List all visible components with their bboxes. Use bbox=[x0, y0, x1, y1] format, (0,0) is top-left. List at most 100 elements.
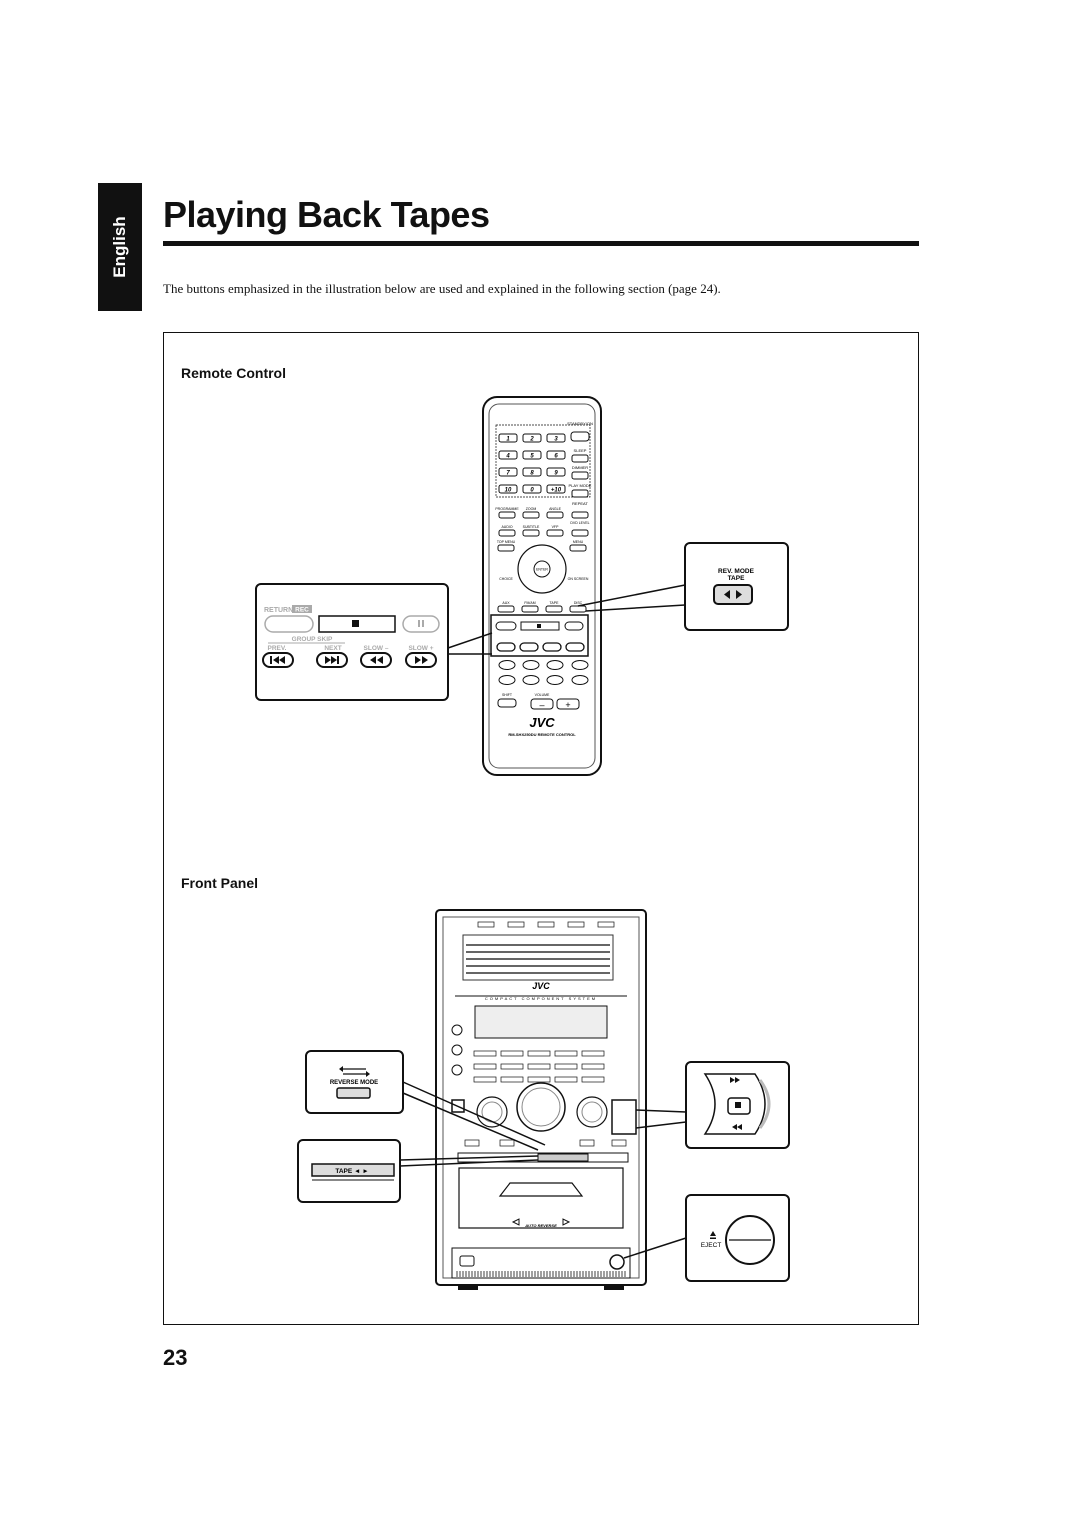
remote-number-key[interactable] bbox=[498, 450, 518, 460]
remote-number-key[interactable] bbox=[546, 484, 566, 494]
remote-number-key[interactable] bbox=[522, 450, 542, 460]
front-function-button[interactable] bbox=[554, 1050, 578, 1057]
remote-skip-button[interactable] bbox=[542, 642, 562, 652]
remote-skip-button[interactable] bbox=[496, 642, 516, 652]
front-function-button[interactable] bbox=[473, 1050, 497, 1057]
front-function-button[interactable] bbox=[500, 1063, 524, 1070]
remote-volume-down-button[interactable] bbox=[530, 698, 554, 710]
front-highlight-reverse bbox=[451, 1099, 465, 1113]
remote-zoom-box: RETURN REC GROUP SKIP PREV. NEXT SLOW – … bbox=[255, 583, 449, 701]
remote-aux-label: AUX bbox=[502, 601, 510, 605]
remote-number-key[interactable] bbox=[498, 433, 518, 443]
remote-number-key-label: 9 bbox=[554, 471, 558, 477]
zoom-front-tape-button[interactable] bbox=[311, 1163, 395, 1177]
remote-round-button[interactable] bbox=[546, 675, 564, 685]
remote-model-label: RM-SHX250DU REMOTE CONTROL bbox=[508, 732, 576, 737]
remote-dimmer-button[interactable] bbox=[571, 471, 589, 480]
remote-function-button[interactable] bbox=[498, 511, 516, 519]
remote-function-button[interactable] bbox=[546, 529, 564, 537]
front-function-button[interactable] bbox=[500, 1050, 524, 1057]
remote-skip-button[interactable] bbox=[519, 642, 539, 652]
remote-round-button[interactable] bbox=[571, 675, 589, 685]
remote-number-key[interactable] bbox=[546, 467, 566, 477]
remote-top-menu-label: TOP MENU bbox=[497, 540, 516, 544]
remote-round-button[interactable] bbox=[546, 660, 564, 670]
remote-number-key-label: 4 bbox=[505, 454, 510, 460]
zoom-tape-label: TAPE bbox=[728, 575, 746, 582]
remote-source-button[interactable] bbox=[569, 605, 587, 613]
front-tape-button[interactable] bbox=[537, 1153, 589, 1162]
remote-play-mode-button[interactable] bbox=[571, 489, 589, 498]
remote-number-key[interactable] bbox=[522, 433, 542, 443]
remote-standby-label: STANDBY/ON bbox=[567, 421, 593, 426]
remote-volume-up-button[interactable] bbox=[556, 698, 580, 710]
remote-number-key[interactable] bbox=[498, 484, 518, 494]
zoom-return-button[interactable] bbox=[264, 615, 314, 633]
remote-round-button[interactable] bbox=[522, 675, 540, 685]
remote-menu-button[interactable] bbox=[569, 544, 587, 552]
front-function-button[interactable] bbox=[581, 1063, 605, 1070]
front-function-button[interactable] bbox=[554, 1076, 578, 1083]
zoom-ff-icon bbox=[730, 1077, 740, 1083]
front-small-button[interactable] bbox=[499, 1139, 515, 1147]
title-rule bbox=[163, 241, 919, 246]
disc-select-button[interactable] bbox=[477, 921, 495, 928]
remote-function-button[interactable] bbox=[571, 529, 589, 537]
remote-round-button[interactable] bbox=[571, 660, 589, 670]
remote-return-button[interactable] bbox=[495, 621, 517, 631]
remote-highlight-transport bbox=[490, 614, 589, 657]
disc-select-button[interactable] bbox=[567, 921, 585, 928]
zoom-pause-button[interactable] bbox=[402, 615, 440, 633]
remote-function-button[interactable] bbox=[522, 511, 540, 519]
remote-number-key-label: 1 bbox=[506, 437, 510, 443]
front-function-button[interactable] bbox=[581, 1076, 605, 1083]
remote-number-key[interactable] bbox=[498, 467, 518, 477]
remote-function-button[interactable] bbox=[522, 529, 540, 537]
remote-number-key[interactable] bbox=[522, 484, 542, 494]
disc-select-button[interactable] bbox=[597, 921, 615, 928]
zoom-slow-minus-label: SLOW – bbox=[364, 645, 389, 652]
front-function-button[interactable] bbox=[554, 1063, 578, 1070]
front-small-button[interactable] bbox=[611, 1139, 627, 1147]
front-function-button[interactable] bbox=[473, 1063, 497, 1070]
remote-source-button[interactable] bbox=[497, 605, 515, 613]
front-function-button[interactable] bbox=[473, 1076, 497, 1083]
remote-number-key[interactable] bbox=[546, 450, 566, 460]
remote-function-button[interactable] bbox=[571, 511, 589, 519]
disc-select-button[interactable] bbox=[537, 921, 555, 928]
remote-pause-button[interactable] bbox=[564, 621, 584, 631]
front-function-button[interactable] bbox=[527, 1063, 551, 1070]
remote-function-button[interactable] bbox=[546, 511, 564, 519]
remote-shift-button[interactable] bbox=[497, 698, 517, 708]
remote-row1-a: PROGRAMME bbox=[495, 507, 519, 511]
remote-enter-button[interactable] bbox=[533, 560, 551, 578]
zoom-reverse-mode-button[interactable] bbox=[336, 1087, 371, 1099]
remote-number-key[interactable] bbox=[546, 433, 566, 443]
front-small-button[interactable] bbox=[579, 1139, 595, 1147]
language-tab: English bbox=[98, 183, 142, 311]
remote-round-button[interactable] bbox=[498, 675, 516, 685]
disc-select-button[interactable] bbox=[507, 921, 525, 928]
front-small-button[interactable] bbox=[464, 1139, 480, 1147]
front-power-button[interactable] bbox=[459, 1255, 475, 1267]
remote-source-button[interactable] bbox=[521, 605, 539, 613]
front-function-button[interactable] bbox=[527, 1050, 551, 1057]
remote-function-button[interactable] bbox=[498, 529, 516, 537]
remote-dvd-level-label: DVD LEVEL bbox=[570, 521, 589, 525]
remote-round-button[interactable] bbox=[498, 660, 516, 670]
remote-round-button[interactable] bbox=[522, 660, 540, 670]
front-eject-button[interactable] bbox=[609, 1254, 625, 1270]
section-heading-front: Front Panel bbox=[181, 875, 259, 891]
remote-standby-button[interactable] bbox=[570, 431, 590, 442]
remote-number-key[interactable] bbox=[522, 467, 542, 477]
remote-skip-button[interactable] bbox=[565, 642, 585, 652]
zoom-tape-button[interactable] bbox=[713, 584, 753, 605]
remote-row2-b: SUBTITLE bbox=[523, 525, 540, 529]
front-function-button[interactable] bbox=[527, 1076, 551, 1083]
remote-sleep-button[interactable] bbox=[571, 454, 589, 463]
remote-row2-buttons bbox=[498, 529, 589, 537]
remote-source-button[interactable] bbox=[545, 605, 563, 613]
remote-top-menu-button[interactable] bbox=[497, 544, 515, 552]
front-function-button[interactable] bbox=[500, 1076, 524, 1083]
front-function-button[interactable] bbox=[581, 1050, 605, 1057]
